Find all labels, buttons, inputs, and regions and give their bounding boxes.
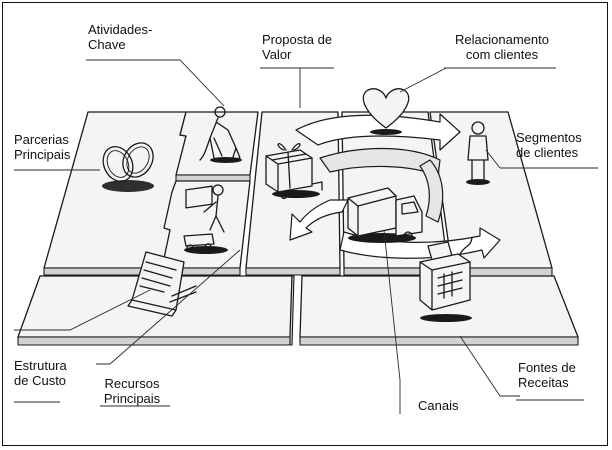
leader-lines	[14, 59, 598, 414]
leader-canais	[383, 229, 401, 414]
label-atividades-chave: Atividades- Chave	[88, 22, 153, 52]
person-icon	[466, 121, 490, 185]
relationship-arrows	[289, 113, 501, 259]
label-parcerias: Parcerias Principais	[14, 132, 71, 162]
block-segmentos	[429, 111, 553, 277]
label-relacionamento: Relacionamento com clientes	[455, 32, 549, 62]
right-arc	[419, 159, 444, 223]
cart-icon	[183, 184, 228, 254]
label-segmentos: Segmentos de clientes	[516, 130, 582, 160]
rings-icon	[102, 142, 154, 192]
middle-arrow	[319, 147, 441, 177]
label-canais: Canais	[418, 398, 459, 413]
left-arrow	[289, 199, 349, 241]
worker-icon	[199, 106, 242, 163]
label-fontes-receitas: Fontes de Receitas	[518, 360, 576, 390]
leader-proposta	[260, 67, 334, 108]
leader-segmentos	[485, 149, 598, 169]
cash-register-icon	[419, 237, 473, 322]
label-proposta-valor: Proposta de Valor	[262, 32, 333, 62]
leader-atividades	[86, 59, 225, 107]
leader-recursos	[96, 249, 241, 365]
document-icon	[127, 251, 197, 317]
gift-box-icon	[265, 143, 323, 200]
label-recursos: Recursos Principais	[103, 376, 161, 406]
truck-icon	[347, 187, 423, 243]
leader-fontes	[459, 335, 520, 397]
label-estrutura-custo: Estrutura de Custo	[14, 358, 67, 388]
heart-icon	[362, 88, 410, 135]
leader-estrutura	[14, 289, 151, 331]
leader-relacionamento	[399, 67, 556, 93]
